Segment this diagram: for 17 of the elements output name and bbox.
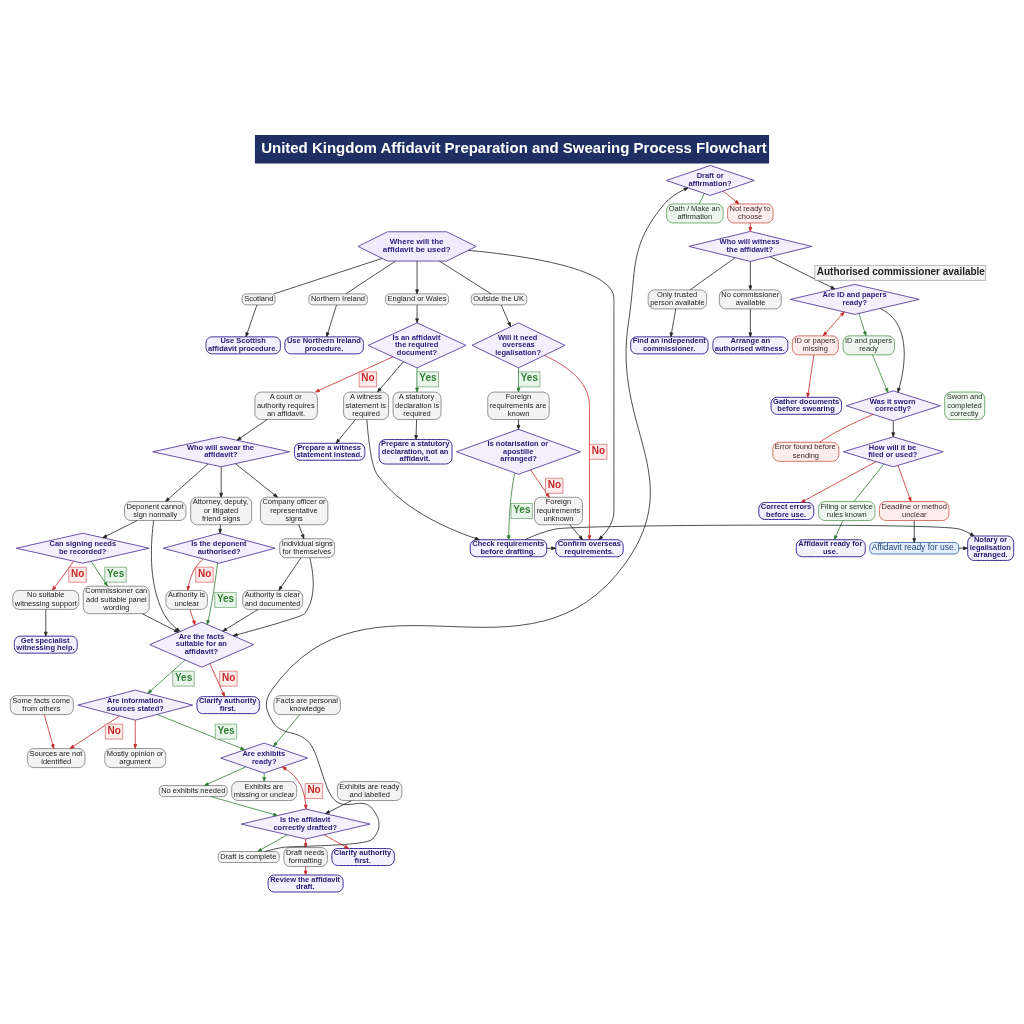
- edge-label: No: [71, 567, 85, 579]
- edge-label: Yes: [216, 592, 235, 604]
- edge-label: Yes: [107, 567, 125, 579]
- edge-label: Yes: [520, 371, 538, 383]
- edge-label: No: [307, 783, 321, 795]
- edge-label: No: [197, 567, 212, 579]
- edge-label: Yes: [513, 503, 531, 515]
- edge-label: No: [361, 371, 375, 383]
- diagram-title: United Kingdom Affidavit Preparation and Swearing Process Flowchart: [261, 138, 767, 156]
- edge-label: Yes: [419, 371, 437, 383]
- edge-label: Authorised commissioner available: [816, 265, 985, 277]
- edge-label: No: [547, 478, 562, 490]
- edge-label: No: [591, 444, 606, 456]
- edge-label: Yes: [174, 671, 193, 683]
- edge-label: Yes: [217, 724, 235, 736]
- edge-label: No: [221, 671, 236, 683]
- edge-label: No: [107, 724, 121, 736]
